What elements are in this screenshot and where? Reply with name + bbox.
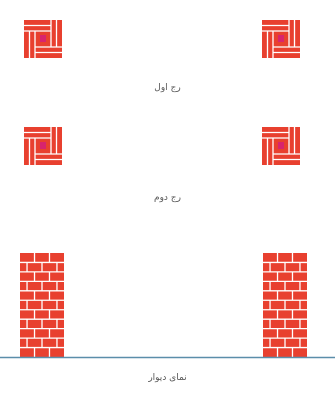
right-pier: [263, 253, 307, 357]
center-accent: [278, 35, 284, 42]
row1-label: رج اول: [0, 82, 335, 94]
center-accent: [40, 35, 46, 42]
row2-label: رج دوم: [0, 192, 335, 204]
row1-right-pattern: [262, 20, 300, 58]
row2-left-pattern: [24, 127, 62, 165]
row2-right-pattern: [262, 127, 300, 165]
center-accent: [40, 142, 46, 149]
left-pier: [20, 253, 64, 357]
center-accent: [278, 142, 284, 149]
row1-left-pattern: [24, 20, 62, 58]
wall-label: نمای دیوار: [0, 372, 335, 384]
